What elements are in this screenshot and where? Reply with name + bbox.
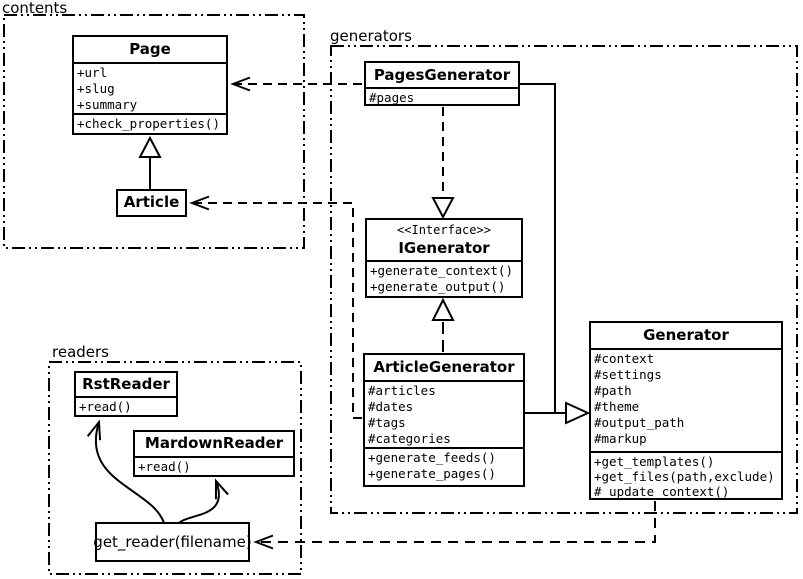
- class-pagesgenerator-attributes: #pages: [366, 87, 518, 104]
- package-contents-label: contents: [2, 0, 68, 17]
- attribute: #pages: [369, 90, 415, 104]
- method: +read(): [79, 399, 132, 414]
- class-page-methods: +check_properties(): [74, 113, 226, 133]
- class-igenerator-header: <<Interface>> IGenerator: [367, 220, 521, 260]
- class-page-name: Page: [129, 40, 171, 58]
- method: +generate_pages(): [368, 466, 496, 481]
- attribute: +slug: [77, 81, 115, 96]
- arrow-getreader-mardownreader: [178, 478, 229, 524]
- attribute: +summary: [77, 97, 138, 112]
- method: +check_properties(): [77, 116, 220, 131]
- package-generators-label: generators: [330, 27, 412, 45]
- attribute: #output_path: [594, 415, 685, 430]
- method: +generate_context(): [370, 263, 513, 278]
- class-igenerator-stereotype: <<Interface>>: [397, 223, 491, 237]
- class-pagesgenerator-name: PagesGenerator: [373, 66, 511, 84]
- class-igenerator-name: IGenerator: [398, 239, 490, 257]
- attribute: #context: [594, 351, 655, 366]
- attribute: #articles: [368, 383, 436, 398]
- class-generator-name: Generator: [643, 326, 729, 344]
- package-readers-border: [48, 361, 302, 575]
- class-article: Article: [116, 189, 187, 217]
- class-article-name: Article: [123, 193, 180, 211]
- class-page: Page +url +slug +summary +check_properti…: [72, 35, 228, 135]
- method: +read(): [138, 459, 191, 474]
- package-generators-border: [330, 45, 798, 514]
- class-page-attributes: +url +slug +summary: [74, 62, 226, 113]
- attribute: +url: [77, 65, 108, 80]
- class-articlegenerator-name: ArticleGenerator: [373, 358, 515, 376]
- class-mardownreader: MardownReader +read(): [133, 430, 295, 477]
- generalization-generators-generator-triangle: [565, 401, 591, 425]
- class-igenerator-methods: +generate_context() +generate_output(): [367, 260, 521, 296]
- attribute: #dates: [368, 399, 414, 414]
- attribute: #path: [594, 383, 632, 398]
- class-generator-attributes: #context #settings #path #theme #output_…: [591, 348, 781, 451]
- attribute: #settings: [594, 367, 662, 382]
- class-articlegenerator-attributes: #articles #dates #tags #categories: [365, 380, 523, 447]
- package-contents-border: [3, 14, 305, 249]
- realization-articlegenerator-igenerator-triangle: [431, 297, 455, 321]
- method: +get_files(path,exclude): [594, 469, 775, 484]
- class-rstreader-name: RstReader: [82, 375, 170, 393]
- class-rstreader-methods: +read(): [76, 396, 176, 415]
- attribute: #tags: [368, 415, 406, 430]
- class-igenerator: <<Interface>> IGenerator +generate_conte…: [365, 218, 523, 298]
- dependency-articlegenerator-article: [189, 195, 362, 419]
- generalization-generators-generator: [519, 83, 566, 414]
- class-generator: Generator #context #settings #path #them…: [589, 321, 783, 500]
- dependency-generator-getreader: [253, 501, 656, 550]
- method: #_update_context(): [594, 484, 730, 498]
- package-readers-label: readers: [52, 343, 109, 361]
- class-articlegenerator: ArticleGenerator #articles #dates #tags …: [363, 353, 525, 487]
- class-mardownreader-name: MardownReader: [144, 434, 284, 452]
- generalization-article-page-triangle: [138, 135, 162, 158]
- get-reader-label: get_reader(filename): [93, 533, 252, 551]
- realization-pagesgenerator-igenerator-triangle: [431, 197, 455, 220]
- class-pagesgenerator: PagesGenerator #pages: [364, 61, 520, 106]
- method: +generate_output(): [370, 279, 506, 294]
- attribute: #categories: [368, 431, 451, 446]
- method: +generate_feeds(): [368, 450, 496, 465]
- arrow-getreader-rstreader: [86, 419, 165, 524]
- method: +get_templates(): [594, 454, 715, 469]
- class-articlegenerator-methods: +generate_feeds() +generate_pages(): [365, 447, 523, 485]
- attribute: #theme: [594, 399, 640, 414]
- class-generator-methods: +get_templates() +get_files(path,exclude…: [591, 451, 781, 498]
- get-reader-box: get_reader(filename): [93, 522, 252, 562]
- class-rstreader: RstReader +read(): [74, 371, 178, 417]
- attribute: #markup: [594, 431, 647, 446]
- class-mardownreader-methods: +read(): [135, 456, 293, 475]
